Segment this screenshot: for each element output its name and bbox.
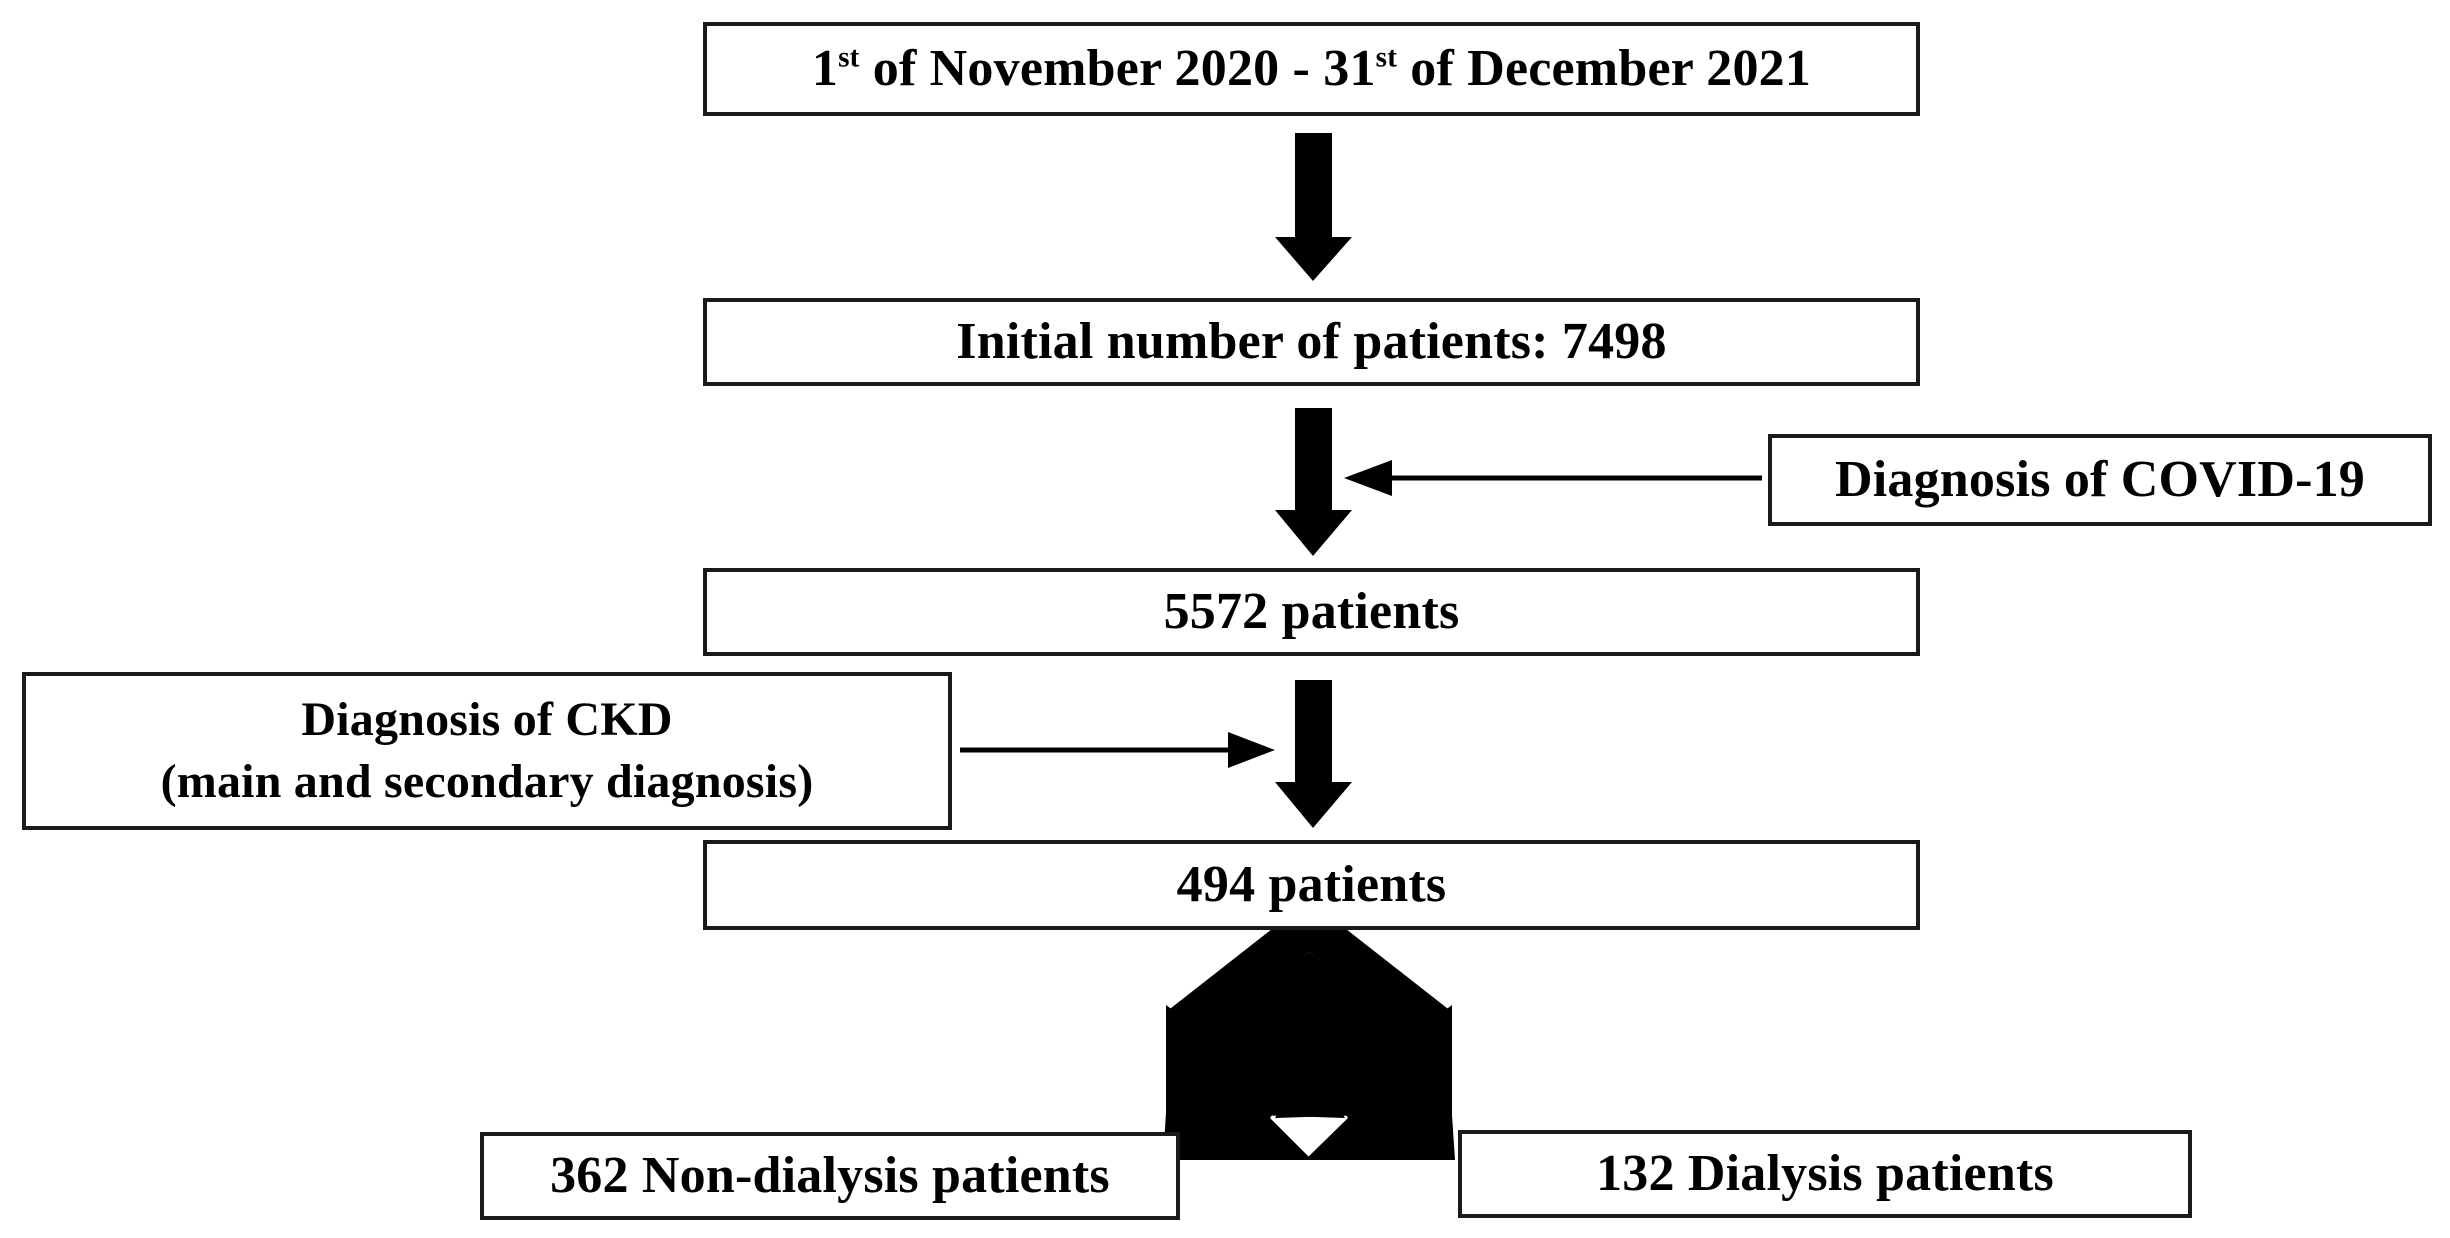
node-ckd-criterion: Diagnosis of CKD (main and secondary dia… bbox=[22, 672, 952, 830]
node-after-covid-patients: 5572 patients bbox=[703, 568, 1920, 656]
node-initial-patients: Initial number of patients: 7498 bbox=[703, 298, 1920, 386]
node-after-covid-patients-label: 5572 patients bbox=[1163, 583, 1460, 641]
node-ckd-criterion-text: Diagnosis of CKD (main and secondary dia… bbox=[26, 689, 948, 814]
node-study-period: 1st of November 2020 - 31st of December … bbox=[703, 22, 1920, 116]
arrow-covid-criterion-head bbox=[1344, 460, 1392, 496]
node-non-dialysis-patients-label: 362 Non-dialysis patients bbox=[550, 1147, 1110, 1205]
node-after-ckd-patients-label: 494 patients bbox=[1176, 856, 1447, 914]
node-initial-patients-label: Initial number of patients: 7498 bbox=[956, 313, 1667, 371]
node-covid-criterion: Diagnosis of COVID-19 bbox=[1768, 434, 2432, 526]
node-after-ckd-patients: 494 patients bbox=[703, 840, 1920, 930]
arrow-after-covid-to-after-ckd bbox=[1275, 680, 1352, 828]
arrow-split-right-head bbox=[1306, 1005, 1452, 1160]
ordinal-suffix-1: st bbox=[838, 41, 860, 74]
node-ckd-criterion-line1: Diagnosis of CKD bbox=[301, 692, 673, 746]
arrow-split-right-wing bbox=[1275, 952, 1365, 1118]
arrow-period-to-initial bbox=[1275, 133, 1352, 281]
arrow-initial-to-after-covid bbox=[1275, 408, 1352, 556]
node-study-period-label: 1st of November 2020 - 31st of December … bbox=[811, 40, 1812, 98]
node-covid-criterion-label: Diagnosis of COVID-19 bbox=[1834, 451, 2365, 509]
arrow-split-left-wing bbox=[1255, 952, 1345, 1118]
node-dialysis-patients: 132 Dialysis patients bbox=[1458, 1130, 2192, 1218]
node-non-dialysis-patients: 362 Non-dialysis patients bbox=[480, 1132, 1180, 1220]
arrow-ckd-criterion-head bbox=[1228, 732, 1275, 768]
ordinal-suffix-2: st bbox=[1375, 41, 1398, 74]
arrow-split-to-outcomes bbox=[1163, 952, 1455, 1160]
node-dialysis-patients-label: 132 Dialysis patients bbox=[1596, 1145, 2054, 1203]
arrow-split-left-head bbox=[1166, 1005, 1312, 1160]
node-ckd-criterion-line2: (main and secondary diagnosis) bbox=[160, 755, 814, 808]
